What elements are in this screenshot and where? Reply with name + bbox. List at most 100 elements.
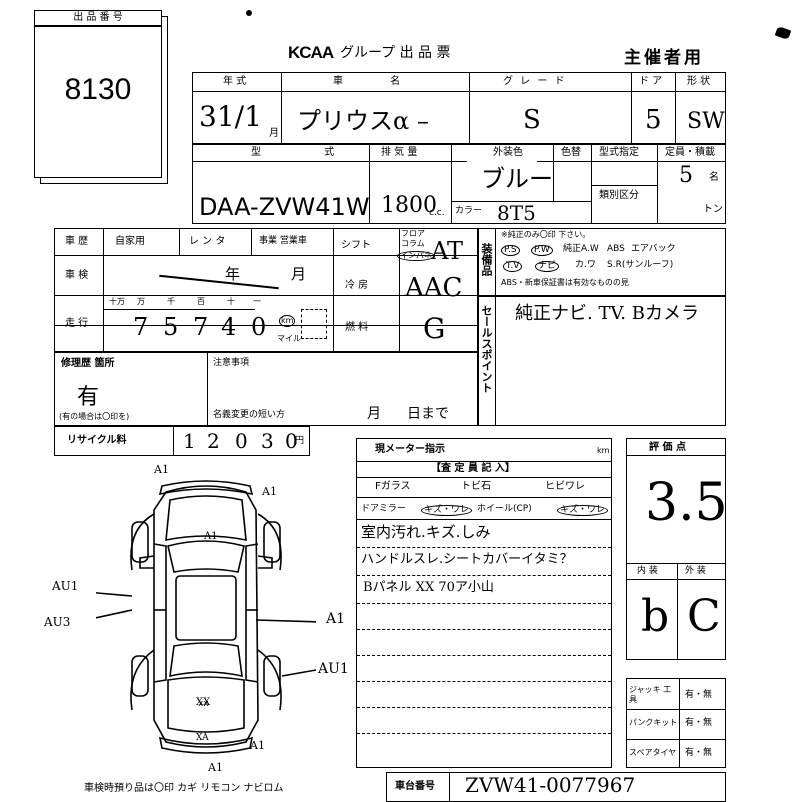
rear-window: [169, 642, 243, 678]
interior-value: b: [641, 591, 670, 642]
capacity-value: 5: [679, 163, 693, 188]
organizer-label: 主催者用: [624, 48, 704, 68]
mirror-left: [139, 555, 155, 569]
tools-block: ジャッキ 工 具 有・無 パンクキット 有・無 スペアタイヤ 有・無: [626, 678, 726, 768]
recycle-unit: 円: [295, 436, 305, 446]
tool-puncture-label: パンクキット: [629, 718, 678, 727]
chassis-number: ZVW41-0077967: [465, 773, 636, 797]
lot-number-box: 出 品 番 号 8130: [34, 10, 162, 178]
equip-abs: ABS: [607, 244, 625, 254]
diagram-mark-right-door: A1: [326, 611, 346, 627]
wheel-rear-right: [263, 655, 281, 697]
corner-mark: [774, 25, 792, 41]
tool-puncture-value: 有・無: [685, 718, 713, 728]
recycle-digit-4: 0: [285, 429, 298, 453]
dot-mark: [246, 10, 252, 16]
inspector-head-mirror: ドアミラー: [361, 504, 406, 514]
exterior-color-value: ブルー: [481, 165, 553, 193]
equipment-block: 装備品 ※純正のみ〇印 下さい。 P.S P.W 純正A.W ABS エアバック…: [478, 228, 726, 296]
mileage-unit-km: km: [279, 315, 296, 327]
inspector-head-mirror-damage: キズ・ワレ: [421, 505, 473, 516]
mileage-digit-label-3: 百: [197, 297, 205, 306]
svg-text:xx: xx: [198, 699, 209, 709]
row1-table: 年 式 車 名 グ レ ー ド ド ア 形 状 31/1 月 プリウスα – S…: [192, 72, 726, 144]
mileage-digit-0: 7: [133, 313, 149, 341]
inspection-year-unit: 年: [225, 265, 241, 283]
equip-aw: 純正A.W: [563, 244, 599, 254]
recycle-digit-3: 3: [261, 429, 274, 453]
year-month-unit: 月: [269, 128, 279, 139]
inspector-head-glass: Fガラス: [375, 481, 411, 492]
color-change-label: 色替: [561, 147, 581, 158]
capacity-label: 定員・積載: [665, 147, 715, 158]
inspector-note-0: 室内汚れ.キズ.しみ: [361, 523, 491, 541]
trunk: [167, 676, 245, 733]
rear-bumper: [158, 736, 254, 754]
equip-pw: P.W: [531, 245, 553, 256]
aircon-label: 冷 房: [345, 280, 369, 291]
mileage-digit-2: 7: [193, 313, 209, 341]
caution-deadline: 名義変更の短い方: [213, 410, 286, 420]
right-doors: [245, 543, 259, 683]
repair-label: 修理歴 箇所: [61, 358, 115, 369]
mileage-digit-label-2: 千: [167, 297, 175, 306]
displacement-label: 排 気 量: [381, 147, 418, 158]
exterior-value: C: [687, 591, 721, 642]
mileage-digit-label-1: 万: [137, 297, 145, 306]
model-value: DAA-ZVW41W: [199, 193, 370, 221]
inspection-month-unit: 月: [291, 265, 307, 283]
diagram-mark-rear-bottom: A1: [208, 761, 223, 774]
mileage-digit-label-0: 十万: [109, 297, 125, 306]
history-block: 車 歴 自家用 レ ン タ 事業 営業車 車 検 年 月 走 行 十万 万 千 …: [54, 228, 478, 352]
category-label: 類別区分: [599, 190, 639, 201]
car-name-label: 車 名: [333, 76, 423, 87]
body-value: SW: [687, 109, 725, 134]
tool-jack-value: 有・無: [685, 690, 713, 700]
diagram-mark-roof: A1: [204, 531, 218, 542]
model-label: 型 式: [251, 147, 365, 158]
inspector-head-crack: ヒビワレ: [545, 481, 585, 492]
score-value: 3.5: [645, 473, 728, 533]
car-diagram: xx: [96, 480, 316, 754]
lot-number-value: 8130: [64, 73, 132, 106]
equip-navi: ナビ: [535, 261, 560, 272]
diagram-mark-left-2: AU3: [44, 615, 71, 629]
recycle-label: リサイクル料: [67, 435, 127, 446]
inspector-note-1: ハンドルスレ.シートカバーイタミ？: [361, 552, 573, 567]
displacement-value: 1800: [381, 193, 437, 218]
tool-spare-label: スペアタイヤ: [629, 748, 677, 757]
shift-option-column: コラム: [401, 239, 425, 248]
score-block: 評 価 点 3.5 内 装 外 装 b C: [626, 438, 728, 660]
header-brand: KCAA: [288, 43, 334, 62]
hood: [165, 495, 247, 541]
inspector-block: 現メーター指示 km 【査 定 員 記 入】 Fガラス トビ石 ヒビワレ ドアミ…: [356, 438, 612, 768]
inspector-head-wheel: ホイール(CP): [477, 504, 532, 514]
inspector-head-wheel-damage: キズ・ワレ: [557, 505, 609, 516]
inspection-label: 車 検: [65, 270, 89, 281]
mileage-unit-mile: マイル: [277, 334, 301, 343]
diagram-mark-rear-bumper: XA: [196, 733, 209, 743]
fuel-label: 燃 料: [345, 322, 369, 333]
mileage-digit-4: 0: [251, 313, 267, 341]
mileage-digit-3: 4: [221, 313, 237, 341]
windshield: [167, 540, 245, 573]
shift-option-floor: フロア: [401, 229, 425, 238]
lot-number-label: 出 品 番 号: [73, 12, 123, 23]
exterior-color-label: 外装色: [493, 147, 523, 158]
shift-label: シフト: [341, 240, 371, 251]
exterior-label: 外 装: [685, 566, 706, 576]
inspector-title: 【査 定 員 記 入】: [431, 463, 515, 474]
color-code-label: カラー: [455, 206, 483, 216]
meter-label: 現メーター指示: [375, 444, 445, 455]
color-code-value: 8T5: [497, 201, 536, 225]
recycle-digit-1: 2: [207, 429, 220, 453]
left-doors: [153, 543, 167, 683]
shift-value: AT: [431, 237, 464, 265]
recycle-block: リサイクル料 1 2 0 3 0 円: [54, 426, 310, 456]
equip-tv: T.V: [503, 261, 523, 272]
tool-jack-label: ジャッキ 工 具: [629, 685, 672, 704]
caution-label: 注意事項: [213, 358, 250, 368]
usage-option-rental: レ ン タ: [189, 236, 226, 247]
row2-table: 型 式 排 気 量 外装色 色替 型式指定 類別区分 定員・積載 名 トン DA…: [192, 144, 726, 224]
tool-spare-value: 有・無: [685, 748, 713, 758]
